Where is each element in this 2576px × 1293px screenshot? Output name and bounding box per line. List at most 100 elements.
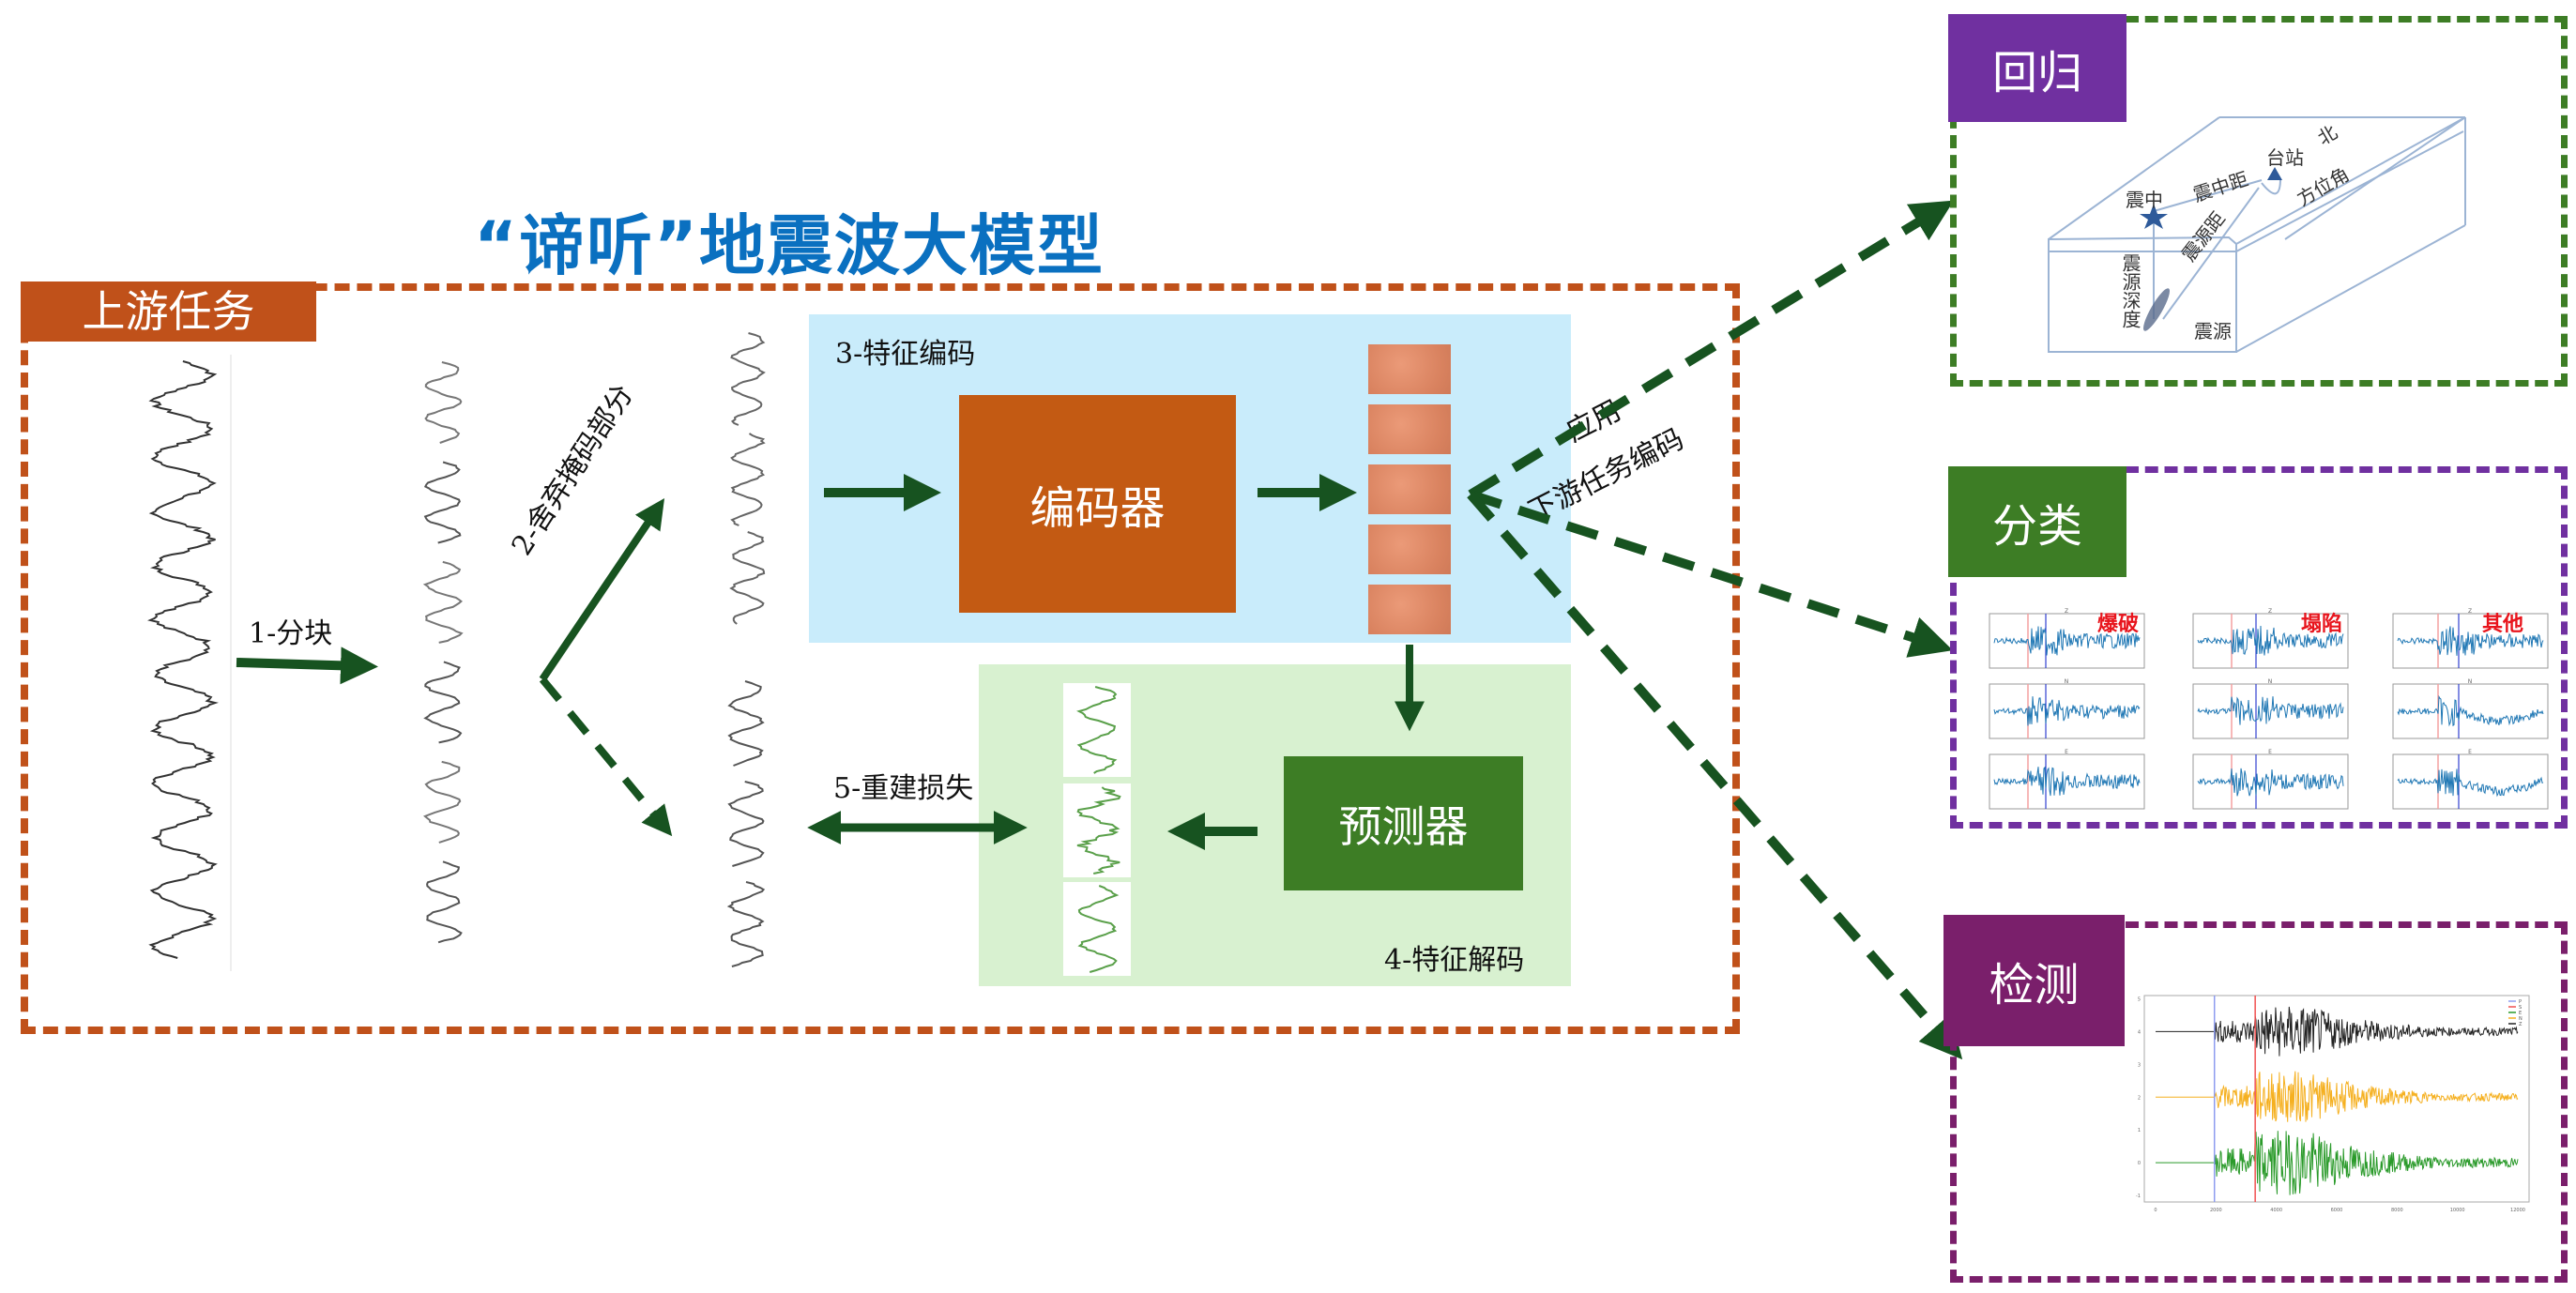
visible-patch-wave	[422, 760, 462, 844]
subplot-title: N	[2468, 678, 2473, 685]
y-tick-label: 3	[2138, 1062, 2141, 1068]
visible-patch-wave	[422, 560, 464, 644]
class-tag: 爆破	[2097, 612, 2139, 636]
x-tick-label: 0	[2154, 1208, 2157, 1213]
subplot-frame	[2392, 683, 2549, 739]
feature-token	[1368, 344, 1451, 394]
to-regression-arrow	[1468, 200, 1955, 499]
patchify-arrow	[236, 646, 378, 685]
diagram-title: “谛听”地震波大模型	[474, 207, 1105, 284]
raw-waveform-line	[147, 360, 219, 959]
upstream-task-box	[21, 283, 1740, 1034]
patchify-label: 1-分块	[249, 617, 333, 650]
patch-waveforms	[422, 361, 464, 944]
subplot-title: N	[2268, 678, 2273, 685]
hypocentral-distance-text: 震源距	[2177, 207, 2230, 266]
y-tick-label: 2	[2138, 1095, 2141, 1101]
station-triangle-icon	[2267, 167, 2282, 180]
masked-patch-wave	[726, 881, 766, 967]
subplot-title: N	[2065, 678, 2069, 685]
y-tick-label: -1	[2136, 1194, 2141, 1199]
visible-patch-wave	[424, 361, 463, 444]
encoder-label: 编码器	[1029, 482, 1166, 535]
visible-patch-wave	[729, 531, 766, 625]
subplot-title: E	[2065, 749, 2068, 755]
x-tick-label: 6000	[2331, 1208, 2343, 1213]
feature-decoding-label: 4-特征解码	[1384, 944, 1525, 977]
masked-patch-waveforms	[726, 680, 766, 967]
reconstructed-wave	[1076, 686, 1118, 774]
y-tick-label: 1	[2138, 1128, 2141, 1133]
subplot-title: Z	[2065, 608, 2068, 615]
regression-label: 回归	[1948, 14, 2126, 122]
detection-panel	[1950, 921, 2568, 1283]
y-tick-label: 4	[2138, 1029, 2141, 1035]
focal-depth-text: 震源深度	[2119, 253, 2142, 328]
subplot-title: Z	[2468, 608, 2472, 615]
drop-mask-arrow	[539, 498, 665, 682]
hypocenter-text: 震源	[2194, 320, 2232, 342]
masked-patch-arrow	[539, 677, 673, 837]
x-tick-label: 2000	[2210, 1208, 2222, 1213]
epicenter-text: 震中	[2126, 189, 2163, 211]
feature-token	[1368, 404, 1451, 454]
visible-patch-wave	[730, 433, 766, 526]
regression-label-text: 回归	[1991, 46, 2082, 99]
classification-trace	[2197, 625, 2344, 656]
detection-label-text: 检测	[1989, 959, 2080, 1012]
raw-waveform	[147, 360, 219, 959]
y-tick-label: 0	[2138, 1161, 2141, 1166]
classification-trace	[1993, 766, 2141, 797]
legend-label: E	[2519, 1011, 2522, 1016]
north-text: 北	[2314, 121, 2341, 150]
classification-label-text: 分类	[1991, 500, 2082, 553]
classification-chart: Z N E 爆破	[1989, 608, 2145, 810]
to-detection-arrow	[1467, 491, 1963, 1060]
classification-trace	[2197, 768, 2344, 797]
detection-trace-N	[2156, 1071, 2519, 1122]
classification-trace	[2197, 696, 2344, 725]
masked-patch-wave	[423, 461, 462, 544]
y-tick-label: 5	[2138, 996, 2141, 1002]
feature-token	[1368, 525, 1451, 574]
legend-label: P	[2519, 999, 2522, 1005]
legend-label: S	[2519, 1005, 2522, 1011]
x-tick-label: 12000	[2510, 1208, 2525, 1213]
epicenter-star-icon	[2140, 204, 2168, 229]
detection-trace-E	[2156, 1131, 2519, 1195]
classification-panel	[1950, 466, 2568, 829]
epicentral-distance-text: 震中距	[2190, 167, 2250, 205]
x-tick-label: 4000	[2270, 1208, 2282, 1213]
classification-trace	[2397, 694, 2544, 727]
class-tag: 其他	[2482, 613, 2523, 636]
feature-encoding-label: 3-特征编码	[835, 338, 976, 371]
feature-token	[1368, 464, 1451, 514]
classification-trace	[2397, 768, 2544, 798]
legend-label: Z	[2519, 1022, 2523, 1027]
predictor-label: 预测器	[1338, 800, 1469, 852]
azimuth-text: 方位角	[2294, 163, 2354, 211]
class-tag: 塌陷	[2301, 613, 2342, 636]
classification-trace	[1993, 696, 2141, 726]
reconstructed-patch	[1063, 683, 1131, 777]
predictor-block: 预测器	[1284, 756, 1523, 890]
regression-panel	[1950, 16, 2568, 387]
legend-label: N	[2519, 1016, 2523, 1022]
upstream-task-label: 上游任务	[21, 281, 316, 342]
masked-patch-wave	[727, 781, 765, 867]
masked-patch-wave	[727, 680, 765, 767]
encoder-block: 编码器	[959, 395, 1236, 613]
visible-patch-wave	[730, 332, 766, 426]
station-text: 台站	[2266, 146, 2304, 169]
detection-trace-Z	[2156, 1006, 2519, 1057]
masked-patch-wave	[426, 860, 463, 944]
x-tick-label: 8000	[2391, 1208, 2403, 1213]
reconstructed-wave	[1076, 786, 1121, 875]
subplot-title: Z	[2268, 608, 2272, 615]
reconstructed-patch	[1063, 882, 1131, 976]
visible-patch-waveforms	[729, 332, 766, 625]
feature-token	[1368, 585, 1451, 634]
masked-patch-wave	[423, 661, 463, 744]
earthquake-geometry-diagram: 震中 震中距 台站 北 震源距 方位角 震源 震源深度	[2048, 116, 2466, 353]
